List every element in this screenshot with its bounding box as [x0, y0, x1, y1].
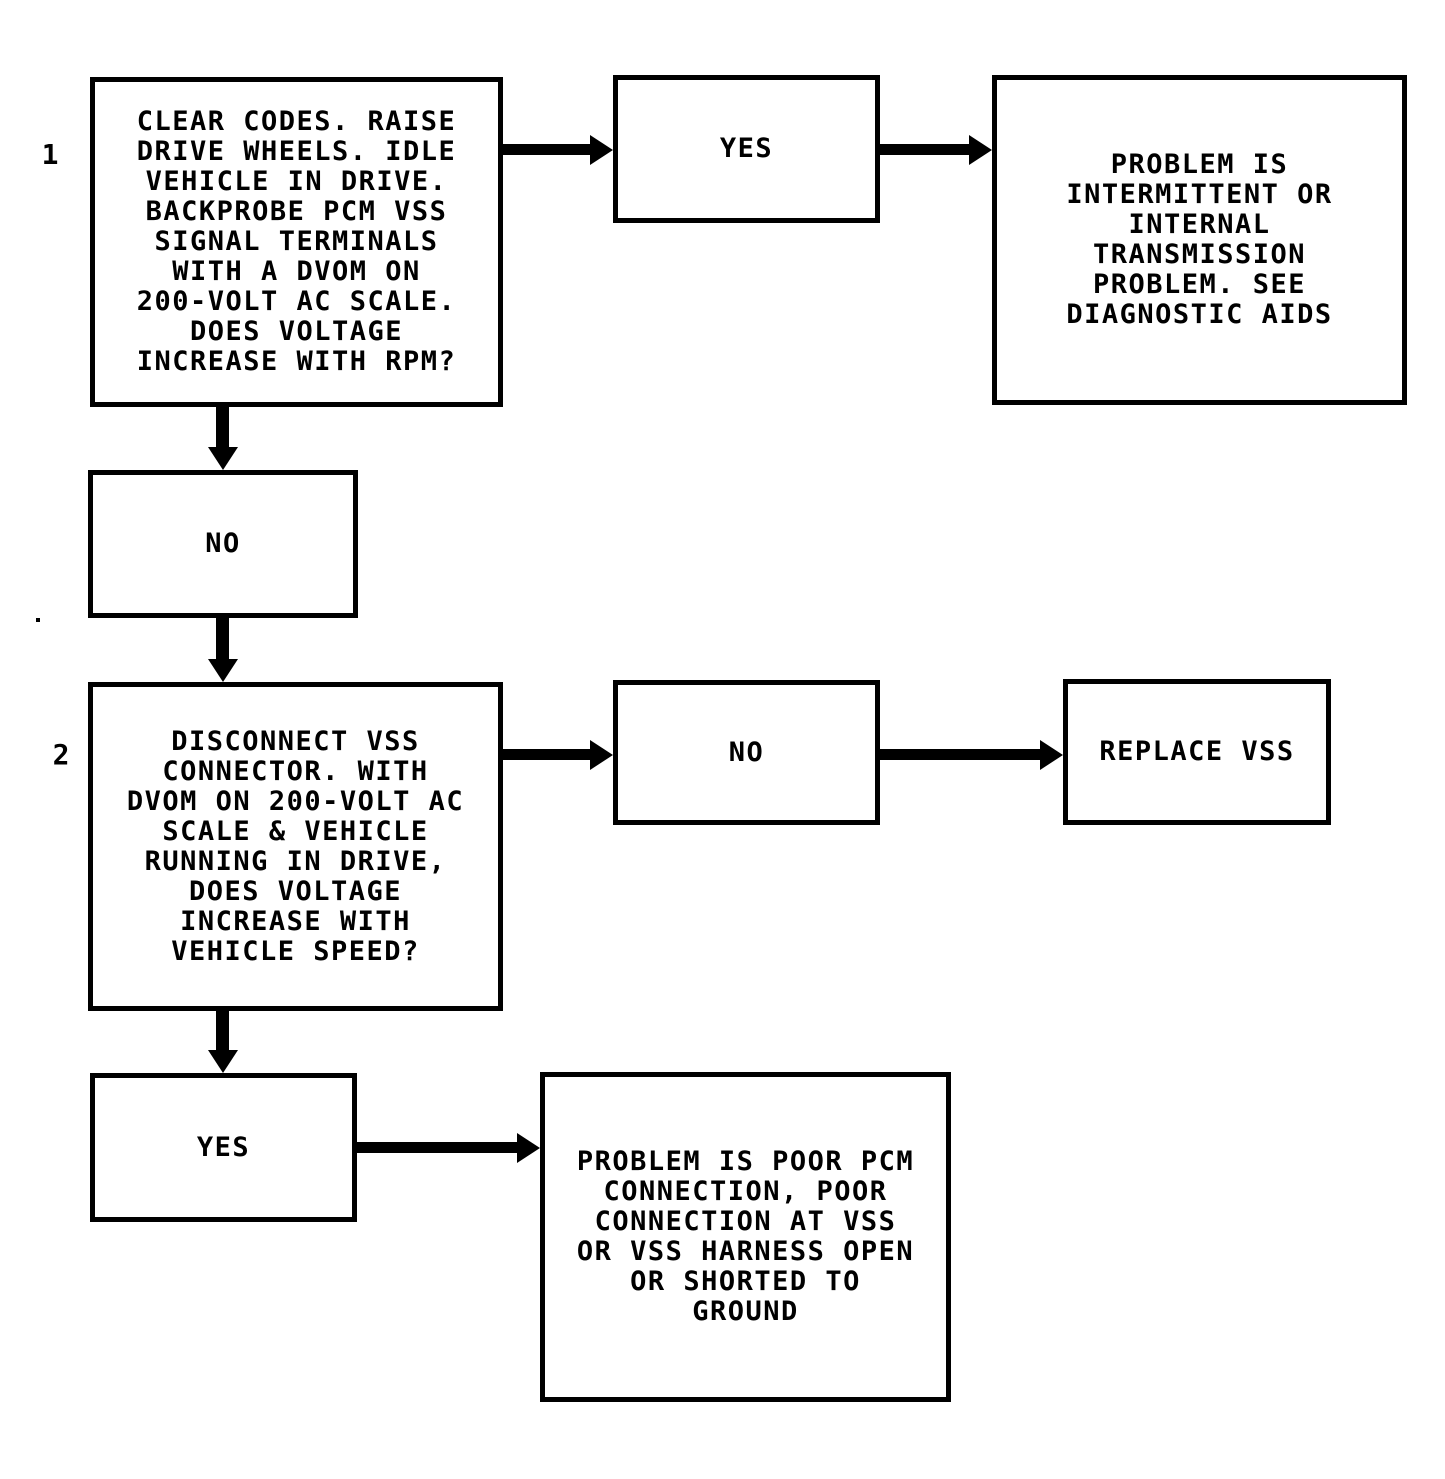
node-step1-yes-text: YES: [719, 133, 774, 164]
arrow-yes2-to-result2: [357, 1142, 517, 1153]
scan-artifact-dot: [36, 618, 40, 622]
arrow-step1-to-yes1: [503, 144, 590, 155]
node-step2-yes-result: PROBLEM IS POOR PCM CONNECTION, POOR CON…: [540, 1072, 951, 1402]
node-step2-question-text: DISCONNECT VSS CONNECTOR. WITH DVOM ON 2…: [126, 725, 465, 967]
node-step2-yes-result-text: PROBLEM IS POOR PCM CONNECTION, POOR CON…: [576, 1146, 915, 1327]
node-step2-no: NO: [613, 680, 880, 825]
node-step2-no-text: NO: [728, 736, 765, 768]
arrow-no1-to-step2: [216, 618, 229, 659]
arrow-step2-to-yes2: [216, 1011, 229, 1050]
step2-number-label: 2: [52, 738, 70, 771]
node-step2-no-result-text: REPLACE VSS: [1099, 736, 1295, 767]
arrow-step2-to-no2: [503, 749, 590, 760]
node-step1-question-text: CLEAR CODES. RAISE DRIVE WHEELS. IDLE VE…: [136, 106, 457, 377]
node-step1-question: CLEAR CODES. RAISE DRIVE WHEELS. IDLE VE…: [90, 77, 503, 407]
node-step2-yes-text: YES: [196, 1131, 251, 1163]
node-step1-no-text: NO: [205, 528, 241, 559]
node-step1-yes: YES: [613, 75, 880, 223]
node-step2-question: DISCONNECT VSS CONNECTOR. WITH DVOM ON 2…: [88, 682, 503, 1011]
node-step1-yes-result: PROBLEM IS INTERMITTENT OR INTERNAL TRAN…: [992, 75, 1407, 405]
node-step1-no: NO: [88, 470, 358, 618]
arrow-no2-to-replace: [880, 749, 1040, 760]
node-step1-yes-result-text: PROBLEM IS INTERMITTENT OR INTERNAL TRAN…: [1066, 149, 1333, 330]
step1-number-label: 1: [41, 138, 59, 171]
arrow-step1-to-no1: [216, 407, 229, 447]
node-step2-no-result: REPLACE VSS: [1063, 679, 1331, 825]
arrow-yes1-to-result1: [880, 144, 969, 155]
node-step2-yes: YES: [90, 1073, 357, 1222]
